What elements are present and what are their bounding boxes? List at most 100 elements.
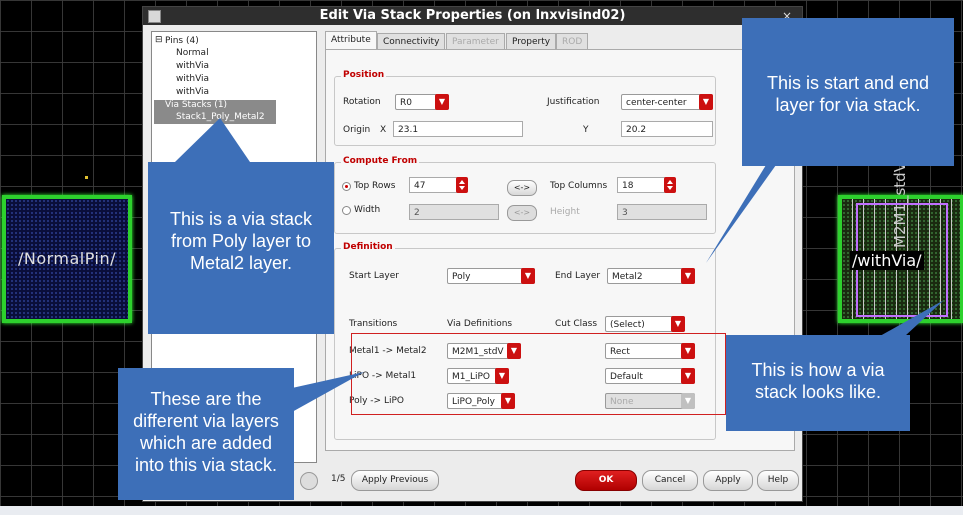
- width-radio[interactable]: [342, 206, 351, 215]
- top-rows-label: Top Rows: [354, 181, 396, 191]
- tab-rod: ROD: [556, 33, 589, 50]
- top-rows-radio[interactable]: [342, 182, 351, 191]
- normal-pin-shape[interactable]: /NormalPin/: [2, 195, 132, 323]
- looks-like-callout: This is how a via stack looks like.: [726, 335, 910, 431]
- origin-x-field[interactable]: 23.1: [393, 121, 523, 137]
- transition-row-label: Poly -> LiPO: [349, 396, 404, 406]
- swap-button-disabled: <->: [507, 205, 537, 221]
- cut-class-row-value: None: [610, 397, 634, 407]
- chevron-down-icon: ▼: [435, 94, 449, 110]
- chevron-down-icon: ▼: [681, 393, 695, 409]
- window-menu-icon[interactable]: [148, 10, 161, 23]
- cut-class-row-value: Rect: [610, 347, 630, 357]
- justification-select[interactable]: center-center ▼: [621, 94, 713, 110]
- height-label: Height: [550, 207, 580, 217]
- tree-node-via-stacks[interactable]: Via Stacks (1): [165, 100, 228, 110]
- via-definition-value: M2M1_stdV: [452, 347, 504, 357]
- callout-line: different via layers: [133, 411, 279, 431]
- tree-node-pin[interactable]: withVia: [176, 87, 210, 97]
- cancel-button[interactable]: Cancel: [642, 470, 698, 491]
- tree-toggle-icon[interactable]: ⊟: [155, 35, 163, 45]
- callout-line: into this via stack.: [134, 455, 278, 475]
- start-layer-select[interactable]: Poly ▼: [447, 268, 535, 284]
- via-definition-select[interactable]: M2M1_stdV▼: [447, 343, 521, 359]
- tree-node-pins[interactable]: Pins (4): [165, 36, 199, 46]
- cut-class-select[interactable]: (Select)▼: [605, 316, 685, 332]
- start-layer-label: Start Layer: [349, 271, 399, 281]
- apply-previous-button[interactable]: Apply Previous: [351, 470, 439, 491]
- via-pin-label: /withVia/: [850, 251, 924, 270]
- cut-class-header: Cut Class: [555, 319, 598, 329]
- justification-label: Justification: [547, 97, 600, 107]
- chevron-down-icon: ▼: [699, 94, 713, 110]
- width-label: Width: [354, 205, 381, 215]
- attribute-panel: Position Rotation R0 ▼ Justification cent…: [325, 49, 795, 451]
- transition-row-label: Metal1 -> Metal2: [349, 346, 427, 356]
- callout-line: Metal2 layer.: [189, 253, 293, 273]
- cut-class-row-value: Default: [610, 372, 643, 382]
- apply-button[interactable]: Apply: [703, 470, 753, 491]
- via-stack-callout-pointer: [175, 118, 250, 162]
- ok-button[interactable]: OK: [575, 470, 637, 491]
- tree-node-pin[interactable]: Normal: [176, 48, 209, 58]
- end-layer-value: Metal2: [612, 272, 643, 282]
- tab-property[interactable]: Property: [506, 33, 557, 50]
- swap-button[interactable]: <->: [507, 180, 537, 196]
- width-field: 2: [409, 204, 499, 220]
- via-definition-value: M1_LiPO: [452, 372, 491, 382]
- tab-attribute[interactable]: Attribute: [325, 31, 377, 50]
- callout-line: This is how a via: [751, 360, 885, 380]
- via-definition-select[interactable]: M1_LiPO ▼: [447, 368, 509, 384]
- start-end-layer-callout: This is start and end layer for via stac…: [742, 18, 954, 166]
- via-definition-value: LiPO_Poly: [452, 397, 495, 407]
- cut-class-row-select[interactable]: Default ▼: [605, 368, 695, 384]
- callout-line: stack looks like.: [754, 382, 882, 402]
- height-field: 3: [617, 204, 707, 220]
- cut-class-row-select-disabled: None ▼: [605, 393, 695, 409]
- top-columns-label: Top Columns: [550, 181, 608, 191]
- chevron-down-icon: ▼: [681, 343, 695, 359]
- callout-line: These are the: [150, 389, 262, 409]
- via-definition-select[interactable]: LiPO_Poly ▼: [447, 393, 515, 409]
- tree-node-via-stack[interactable]: Stack1_Poly_Metal2: [176, 112, 265, 122]
- origin-y-field[interactable]: 20.2: [621, 121, 713, 137]
- chevron-down-icon: ▼: [495, 368, 509, 384]
- tree-node-pin[interactable]: withVia: [176, 61, 210, 71]
- chevron-down-icon: ▼: [521, 268, 535, 284]
- top-rows-spinner[interactable]: [456, 177, 468, 193]
- rotation-value: R0: [400, 98, 412, 108]
- origin-x-label: X: [380, 125, 387, 135]
- rotation-label: Rotation: [343, 97, 381, 107]
- chevron-down-icon: ▼: [681, 368, 695, 384]
- start-layer-value: Poly: [452, 272, 471, 282]
- transitions-header: Transitions: [349, 319, 398, 329]
- origin-y-label: Y: [583, 125, 589, 135]
- start-end-callout-pointer: [706, 165, 776, 263]
- close-icon[interactable]: ×: [781, 9, 792, 23]
- top-columns-spinner[interactable]: [664, 177, 676, 193]
- help-button[interactable]: Help: [757, 470, 799, 491]
- via-definitions-header: Via Definitions: [447, 319, 513, 329]
- end-layer-select[interactable]: Metal2▼: [607, 268, 695, 284]
- callout-line: from Poly layer to: [170, 231, 312, 251]
- justification-value: center-center: [626, 98, 687, 108]
- tab-connectivity[interactable]: Connectivity: [377, 33, 446, 50]
- chevron-down-icon: ▼: [501, 393, 515, 409]
- cut-class-row-select[interactable]: Rect ▼: [605, 343, 695, 359]
- via-layers-callout-pointer: [292, 372, 364, 412]
- tree-node-pin[interactable]: withVia: [176, 74, 210, 84]
- position-title: Position: [341, 70, 387, 80]
- definition-title: Definition: [341, 242, 395, 252]
- normal-pin-label: /NormalPin/: [17, 249, 117, 268]
- bottom-strip: [0, 506, 963, 515]
- help-icon[interactable]: [300, 472, 318, 490]
- callout-line: This is a via stack: [169, 209, 313, 229]
- canvas-marker: [85, 176, 88, 179]
- rotation-select[interactable]: R0 ▼: [395, 94, 449, 110]
- via-pin-shape[interactable]: M2M1_stdV /withVia/: [838, 162, 963, 323]
- dialog-titlebar[interactable]: Edit Via Stack Properties (on lnxvisind0…: [143, 7, 802, 25]
- page-indicator: 1/5: [331, 474, 346, 484]
- cut-class-header-value: (Select): [610, 320, 645, 330]
- callout-line: which are added: [139, 433, 273, 453]
